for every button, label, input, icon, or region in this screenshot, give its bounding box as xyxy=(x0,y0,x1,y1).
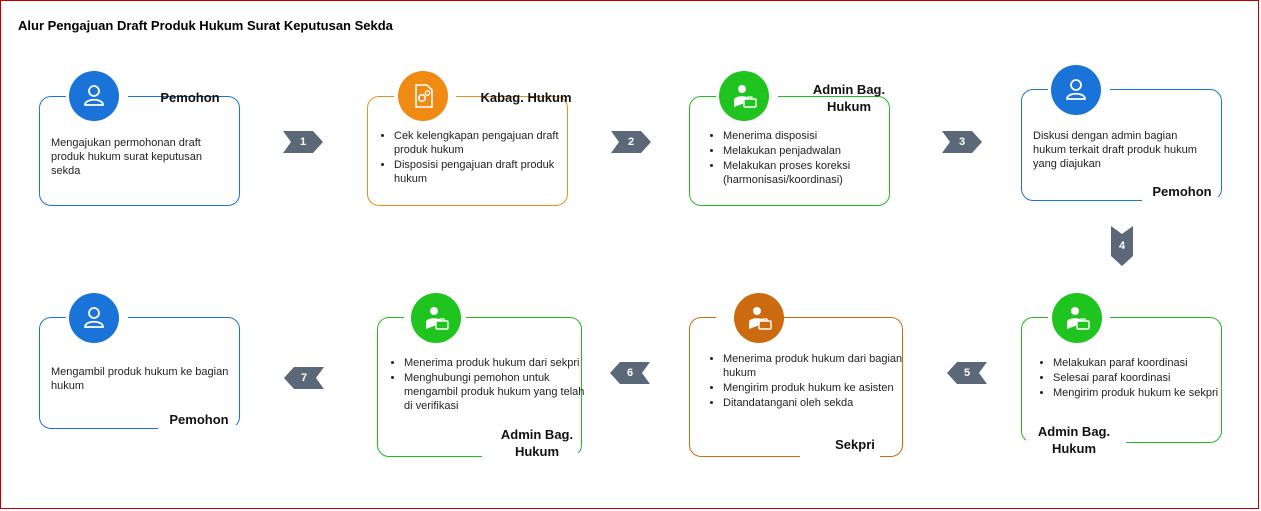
step-1-box xyxy=(39,94,240,206)
step-arrow-2: 2 xyxy=(611,131,651,153)
step-3-item: Melakukan penjadwalan xyxy=(723,144,901,158)
step-7-description: Menerima produk hukum dari sekpri Menghu… xyxy=(388,356,592,414)
step-8-description: Mengambil produk hukum ke bagian hukum xyxy=(51,366,229,392)
step-4-role: Pemohon xyxy=(1152,184,1212,199)
step-8-box xyxy=(39,315,240,431)
step-7-item: Menghubungi pemohon untuk mengambil prod… xyxy=(404,371,592,413)
step-6-box xyxy=(689,315,903,459)
step-3-item: Menerima disposisi xyxy=(723,129,901,143)
step-2-item: Cek kelengkapan pengajuan draft produk h… xyxy=(394,129,572,157)
worker-briefcase-icon xyxy=(1052,293,1102,343)
step-5-description: Melakukan paraf koordinasi Selesai paraf… xyxy=(1037,356,1229,401)
step-arrow-1: 1 xyxy=(283,131,323,153)
step-2-description: Cek kelengkapan pengajuan draft produk h… xyxy=(378,129,572,187)
worker-briefcase-icon xyxy=(734,293,784,343)
step-5-item: Selesai paraf koordinasi xyxy=(1053,371,1229,385)
step-3-box xyxy=(689,94,890,206)
step-7-item: Menerima produk hukum dari sekpri xyxy=(404,356,592,370)
worker-briefcase-icon xyxy=(411,293,461,343)
step-arrow-5: 5 xyxy=(947,362,987,384)
step-6-description: Menerima produk hukum dari bagian hukum … xyxy=(707,352,909,411)
step-1-role: Pemohon xyxy=(160,90,220,105)
step-6-item: Ditandatangani oleh sekda xyxy=(723,396,909,410)
step-5-box xyxy=(1021,315,1222,445)
step-arrow-7: 7 xyxy=(284,367,324,389)
step-arrow-4: 4 xyxy=(1111,226,1133,266)
user-icon xyxy=(69,71,119,121)
step-5-item: Mengirim produk hukum ke sekpri xyxy=(1053,386,1229,400)
user-icon xyxy=(1051,65,1101,115)
step-6-role: Sekpri xyxy=(835,437,875,452)
worker-briefcase-icon xyxy=(719,71,769,121)
step-1-description: Mengajukan permohonan draft produk hukum… xyxy=(51,137,203,177)
gear-document-icon xyxy=(398,71,448,121)
step-3-item: Melakukan proses koreksi (harmonisasi/ko… xyxy=(723,159,901,187)
step-arrow-3: 3 xyxy=(942,131,982,153)
step-3-role: Admin Bag. Hukum xyxy=(812,82,886,114)
step-8-role: Pemohon xyxy=(169,412,229,427)
step-3-description: Menerima disposisi Melakukan penjadwalan… xyxy=(707,129,901,188)
step-5-item: Melakukan paraf koordinasi xyxy=(1053,356,1229,370)
step-2-item: Disposisi pengajuan draft produk hukum xyxy=(394,158,572,186)
step-4-description: Diskusi dengan admin bagian hukum terkai… xyxy=(1033,130,1197,170)
step-2-role: Kabag. Hukum xyxy=(480,90,572,105)
diagram-title: Alur Pengajuan Draft Produk Hukum Surat … xyxy=(18,18,393,33)
user-icon xyxy=(69,293,119,343)
step-arrow-6: 6 xyxy=(610,362,650,384)
step-5-role: Admin Bag. Hukum xyxy=(1037,424,1111,456)
step-2-box xyxy=(367,94,568,206)
step-7-role: Admin Bag. Hukum xyxy=(500,427,574,459)
step-6-item: Mengirim produk hukum ke asisten xyxy=(723,381,909,395)
step-6-item: Menerima produk hukum dari bagian hukum xyxy=(723,352,909,380)
